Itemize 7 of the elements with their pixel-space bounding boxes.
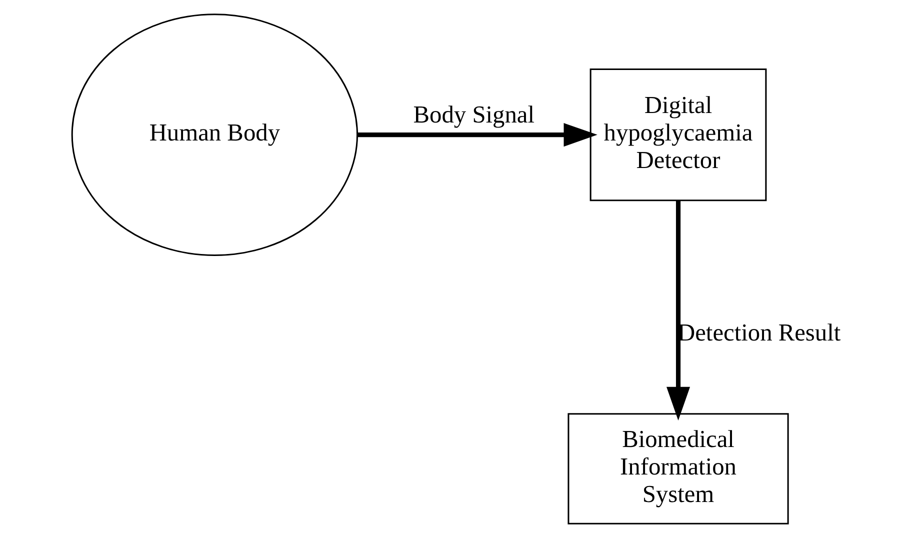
edge-label: Body Signal: [412, 101, 534, 128]
arrow: [666, 200, 690, 421]
node-box: Biomedical Information System: [567, 413, 788, 524]
arrow: [357, 123, 597, 147]
node-ellipse: Human Body: [70, 14, 358, 256]
edge-label: Detection Result: [677, 319, 840, 346]
node-box: Digital hypoglycaemia Detector: [589, 68, 766, 202]
